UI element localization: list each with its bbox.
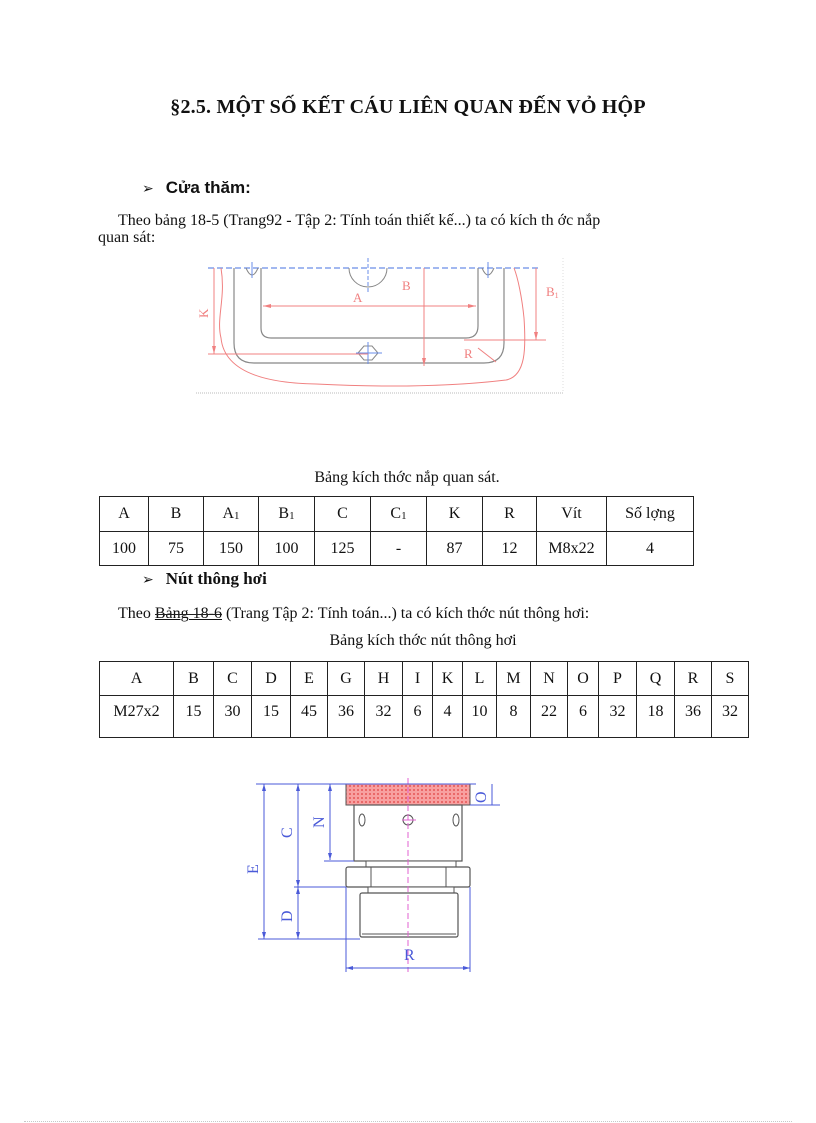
header-cell: N xyxy=(530,661,568,696)
arrow-bullet-icon: ➢ xyxy=(142,182,154,197)
value-cell: 32 xyxy=(598,695,637,738)
header-cell: R xyxy=(674,661,712,696)
dim-label-b: B xyxy=(402,278,411,293)
value-cell: 10 xyxy=(462,695,497,738)
inspection-cover-table: A B A1 B1 C C1 K R Vít Số lợng 100 75 15… xyxy=(99,496,694,566)
table-row: M27x2 15 30 15 45 36 32 6 4 10 8 22 6 32… xyxy=(99,695,749,738)
value-cell: 36 xyxy=(327,695,365,738)
header-cell: K xyxy=(426,496,483,532)
value-cell: 12 xyxy=(482,531,537,566)
heading-text: Nút thông hơi xyxy=(165,569,267,588)
dim-label-d: D xyxy=(279,910,296,922)
section-heading-inspection-door: ➢ Cửa thăm: xyxy=(142,178,251,198)
table-reference-link: Bảng 18-6 xyxy=(154,605,222,622)
header-cell: K xyxy=(432,661,463,696)
header-cell: Q xyxy=(636,661,675,696)
header-cell: R xyxy=(482,496,537,532)
value-cell: M27x2 xyxy=(99,695,174,738)
value-cell: 6 xyxy=(402,695,433,738)
dim-label-n: N xyxy=(311,816,328,828)
header-cell: C xyxy=(213,661,252,696)
table-caption-vent-plug: Bảng kích thớc nút thông hơi xyxy=(329,632,517,649)
header-cell: C1 xyxy=(370,496,427,532)
dim-label-k: K xyxy=(196,308,211,318)
header-cell: L xyxy=(462,661,497,696)
header-cell: B xyxy=(148,496,204,532)
dim-label-r: R xyxy=(464,346,473,361)
vent-plug-drawing: E C N D O R xyxy=(245,778,500,972)
value-cell: 32 xyxy=(364,695,403,738)
vent-plug-table: A B C D E G H I K L M N O P Q R S M27x2 … xyxy=(99,661,749,738)
value-cell: 4 xyxy=(432,695,463,738)
header-cell: I xyxy=(402,661,433,696)
inspection-cover-drawing: A B B1 K R xyxy=(196,258,564,394)
header-cell: A xyxy=(99,661,174,696)
value-cell: 75 xyxy=(148,531,204,566)
paragraph-text: Theo xyxy=(118,605,155,622)
table-row: 100 75 150 100 125 - 87 12 M8x22 4 xyxy=(99,531,694,566)
value-cell: 100 xyxy=(258,531,315,566)
header-cell: Số lợng xyxy=(606,496,694,532)
header-cell: E xyxy=(290,661,328,696)
dim-label-o: O xyxy=(473,791,490,803)
paragraph-text: (Trang Tập 2: Tính toán...) ta có kích t… xyxy=(221,605,590,622)
page-title: §2.5. MỘT SỐ KẾT CÁU LIÊN QUAN ĐẾN VỎ HỘ… xyxy=(170,96,646,118)
paragraph-line: quan sát: xyxy=(98,229,156,246)
dim-label-c: C xyxy=(279,827,296,838)
header-cell: D xyxy=(251,661,291,696)
header-cell: B xyxy=(173,661,214,696)
paragraph-vent-plug: Theo Bảng 18-6 (Trang Tập 2: Tính toán..… xyxy=(118,605,758,622)
value-cell: 18 xyxy=(636,695,675,738)
value-cell: 100 xyxy=(99,531,149,566)
value-cell: 30 xyxy=(213,695,252,738)
header-cell: B1 xyxy=(258,496,315,532)
value-cell: 150 xyxy=(203,531,259,566)
arrow-bullet-icon: ➢ xyxy=(142,573,154,588)
header-cell: G xyxy=(327,661,365,696)
paragraph-line: Theo bảng 18-5 (Trang92 - Tập 2: Tính to… xyxy=(118,212,601,229)
dim-label-r: R xyxy=(404,947,415,964)
value-cell: 15 xyxy=(251,695,291,738)
page-bottom-border xyxy=(24,1121,792,1122)
header-cell: P xyxy=(598,661,637,696)
value-cell: 125 xyxy=(314,531,371,566)
value-cell: 22 xyxy=(530,695,568,738)
section-heading-vent-plug: ➢ Nút thông hơi xyxy=(142,569,267,589)
header-cell: Vít xyxy=(536,496,607,532)
value-cell: 15 xyxy=(173,695,214,738)
header-cell: S xyxy=(711,661,749,696)
value-cell: 6 xyxy=(567,695,599,738)
table-header-row: A B A1 B1 C C1 K R Vít Số lợng xyxy=(99,496,694,532)
dim-label-e: E xyxy=(245,864,262,874)
header-cell: H xyxy=(364,661,403,696)
header-cell: A xyxy=(99,496,149,532)
value-cell: 36 xyxy=(674,695,712,738)
table-header-row: A B C D E G H I K L M N O P Q R S xyxy=(99,661,749,696)
value-cell: 8 xyxy=(496,695,531,738)
header-cell: O xyxy=(567,661,599,696)
paragraph-inspection-door: Theo bảng 18-5 (Trang92 - Tập 2: Tính to… xyxy=(98,212,738,246)
heading-text: Cửa thăm: xyxy=(165,178,251,197)
dim-label-a: A xyxy=(353,290,363,305)
value-cell: 32 xyxy=(711,695,749,738)
header-cell: M xyxy=(496,661,531,696)
value-cell: 45 xyxy=(290,695,328,738)
header-cell: A1 xyxy=(203,496,259,532)
value-cell: 4 xyxy=(606,531,694,566)
value-cell: 87 xyxy=(426,531,483,566)
header-cell: C xyxy=(314,496,371,532)
dim-label-b1: B1 xyxy=(546,284,559,300)
table-caption-inspection-cover: Bảng kích thớc nắp quan sát. xyxy=(314,469,500,486)
value-cell: - xyxy=(370,531,427,566)
value-cell: M8x22 xyxy=(536,531,607,566)
